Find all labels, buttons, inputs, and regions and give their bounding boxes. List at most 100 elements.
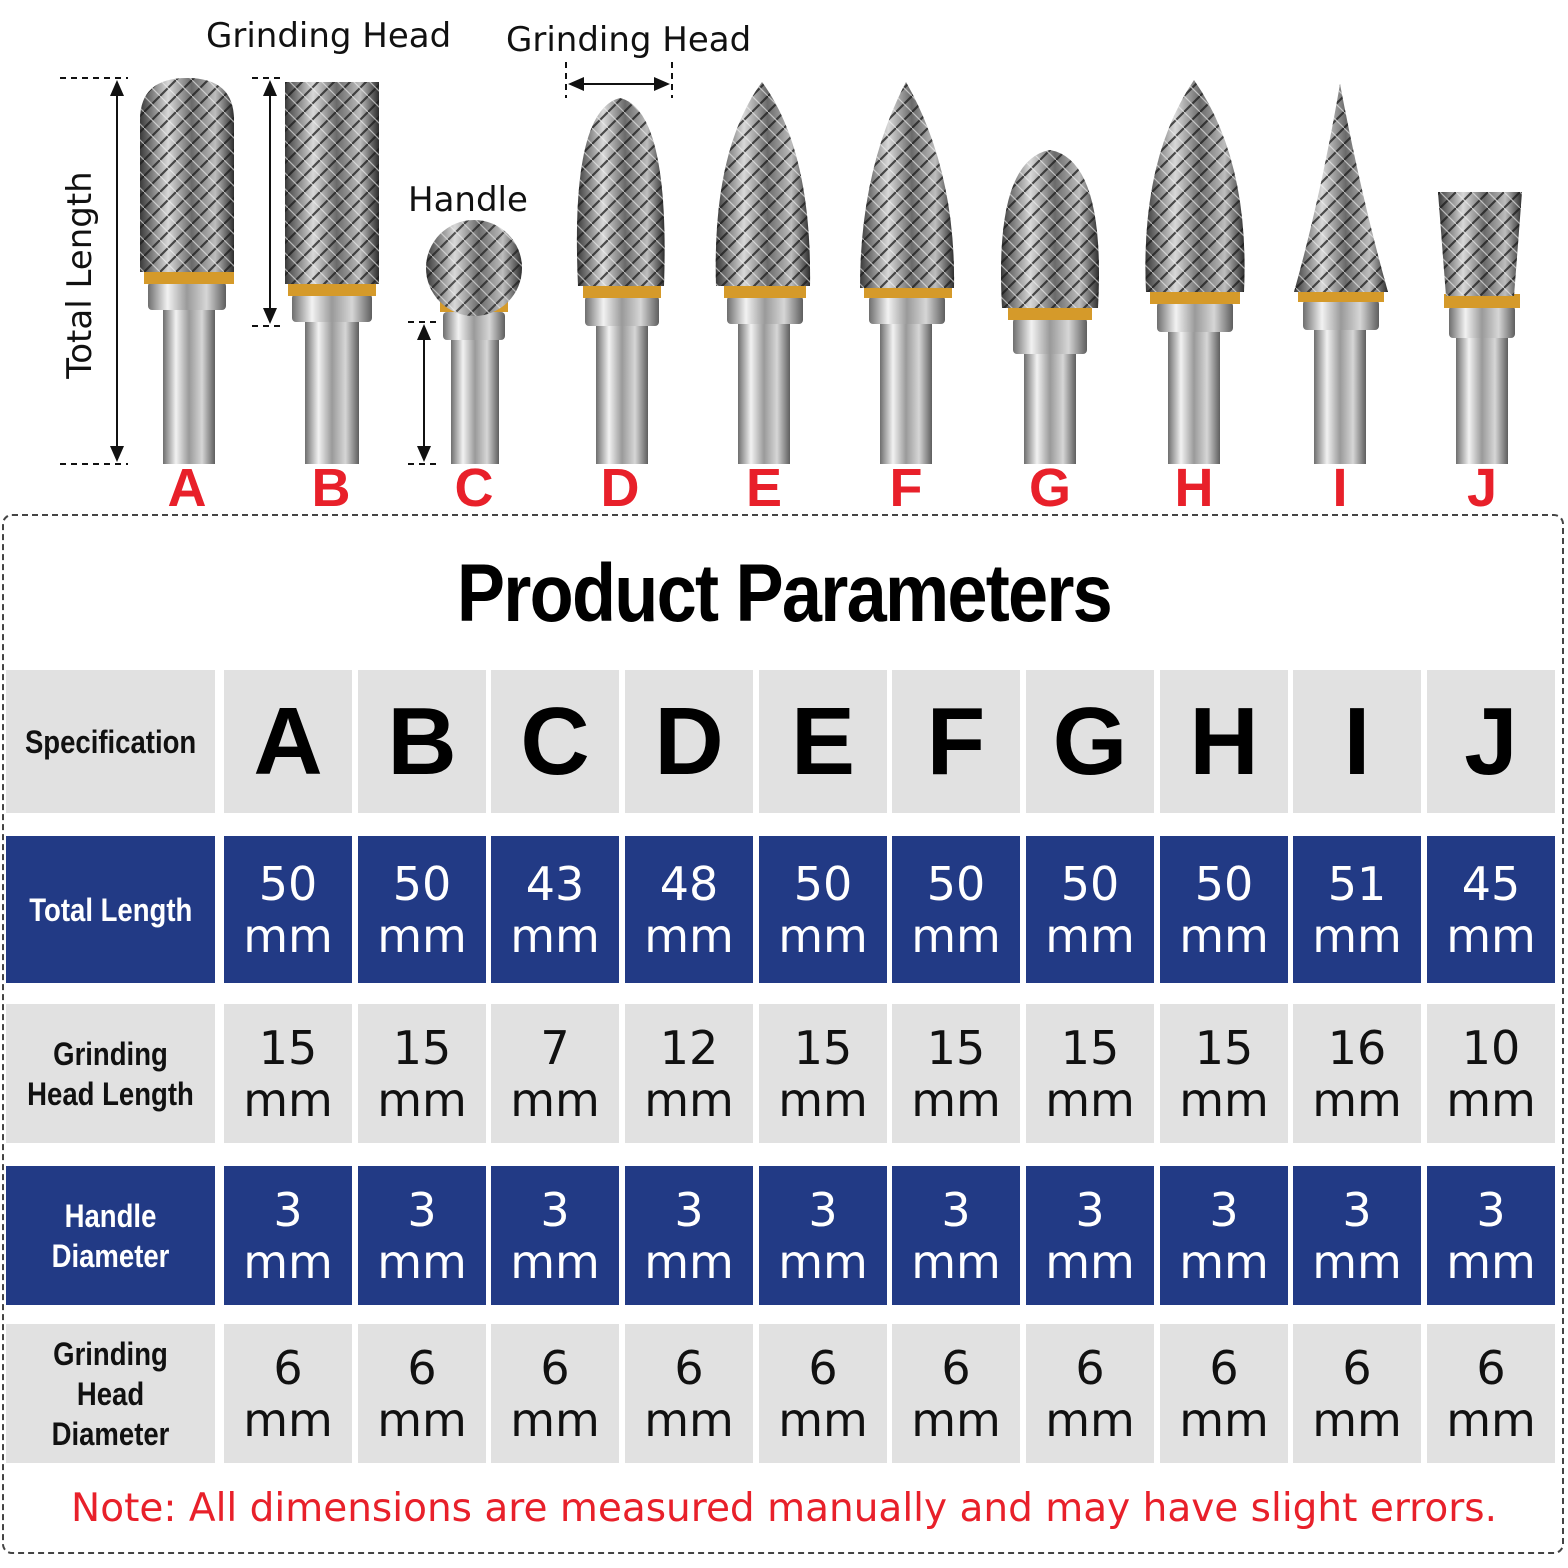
value-unit: mm	[644, 1072, 734, 1127]
value-unit: mm	[1179, 1072, 1269, 1127]
value-number: 6	[674, 1340, 704, 1395]
value-number: 7	[540, 1020, 570, 1075]
column-header-a: A	[224, 670, 352, 813]
value-unit: mm	[778, 1392, 868, 1447]
value-unit: mm	[644, 908, 734, 963]
value-unit: mm	[1446, 1392, 1536, 1447]
value-number: 3	[941, 1182, 971, 1237]
value-number: 6	[540, 1340, 570, 1395]
value-unit: mm	[243, 1392, 333, 1447]
value-number: 50	[392, 856, 452, 911]
column-header-b: B	[358, 670, 486, 813]
value-unit: mm	[1045, 908, 1135, 963]
value-unit: mm	[911, 908, 1001, 963]
column-header-h: H	[1160, 670, 1288, 813]
value-unit: mm	[1446, 908, 1536, 963]
bit-f	[860, 82, 955, 464]
value-number: 43	[525, 856, 585, 911]
value-number: 50	[1060, 856, 1120, 911]
bit-c	[426, 220, 522, 464]
value-unit: mm	[510, 1072, 600, 1127]
column-header-f: F	[892, 670, 1020, 813]
handle-label: Handle	[408, 180, 528, 220]
row-label-handle-diameter: Handle Diameter	[6, 1166, 215, 1305]
bit-letter-j: J	[1466, 458, 1498, 518]
value-number: 15	[392, 1020, 452, 1075]
bit-e	[715, 82, 811, 464]
value-number: 3	[1075, 1182, 1105, 1237]
value-unit: mm	[1179, 1234, 1269, 1289]
value-unit: mm	[911, 1234, 1001, 1289]
value-number: 6	[1342, 1340, 1372, 1395]
row-label-text: Total Length	[28, 891, 193, 928]
value-number: 15	[926, 1020, 986, 1075]
value-unit: mm	[778, 1234, 868, 1289]
bit-g	[1001, 150, 1099, 464]
value-number: 6	[1209, 1340, 1239, 1395]
value-unit: mm	[510, 1392, 600, 1447]
value-unit: mm	[510, 908, 600, 963]
value-unit: mm	[778, 908, 868, 963]
row-label-specification: Specification	[6, 670, 215, 813]
bit-letter-b: B	[311, 458, 351, 518]
value-unit: mm	[1045, 1392, 1135, 1447]
row-label-text: Grinding Head Diameter	[51, 1335, 170, 1452]
value-number: 3	[1342, 1182, 1372, 1237]
value-number: 50	[793, 856, 853, 911]
bit-j	[1438, 192, 1522, 464]
bit-i	[1294, 84, 1388, 464]
value-number: 12	[659, 1020, 719, 1075]
bit-d	[576, 98, 665, 464]
value-number: 45	[1461, 856, 1521, 911]
column-header-d: D	[625, 670, 753, 813]
bit-b	[285, 82, 379, 464]
value-number: 3	[1209, 1182, 1239, 1237]
bit-letter-h: H	[1174, 458, 1214, 518]
value-number: 50	[926, 856, 986, 911]
column-header-i: I	[1293, 670, 1421, 813]
value-number: 6	[273, 1340, 303, 1395]
bit-h	[1145, 80, 1245, 464]
bit-letter-d: D	[600, 458, 640, 518]
value-unit: mm	[1312, 908, 1402, 963]
value-unit: mm	[644, 1234, 734, 1289]
value-unit: mm	[1179, 908, 1269, 963]
row-label-grinding-head-length: Grinding Head Length	[6, 1004, 215, 1143]
bit-letter-g: G	[1028, 458, 1071, 518]
value-unit: mm	[1312, 1234, 1402, 1289]
value-number: 10	[1461, 1020, 1521, 1075]
value-number: 15	[258, 1020, 318, 1075]
value-number: 50	[258, 856, 318, 911]
bit-letter-c: C	[454, 458, 494, 518]
value-number: 50	[1194, 856, 1254, 911]
value-number: 6	[941, 1340, 971, 1395]
value-number: 3	[273, 1182, 303, 1237]
specification-label: Specification	[24, 723, 197, 760]
grinding-head-label-1: Grinding Head	[206, 16, 452, 56]
value-number: 6	[808, 1340, 838, 1395]
column-header-e: E	[759, 670, 887, 813]
bit-letter-a: A	[167, 458, 207, 518]
column-header-c: C	[491, 670, 619, 813]
value-number: 6	[1075, 1340, 1105, 1395]
value-unit: mm	[243, 908, 333, 963]
value-number: 3	[407, 1182, 437, 1237]
